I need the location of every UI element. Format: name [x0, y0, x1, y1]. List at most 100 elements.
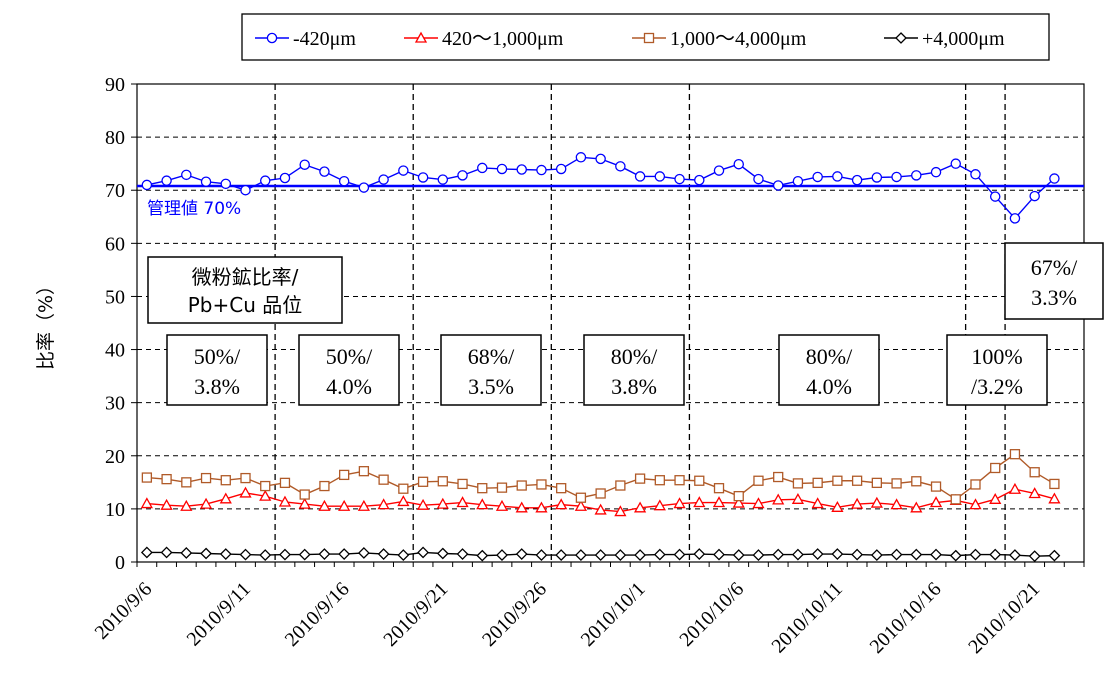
data-point: [219, 492, 232, 504]
data-point: [693, 496, 706, 508]
data-point: [752, 497, 765, 509]
data-point: [496, 482, 508, 493]
data-point: [437, 476, 448, 487]
data-point: [694, 475, 705, 486]
legend-marker: [895, 32, 907, 44]
data-point: [772, 493, 785, 505]
data-point: [595, 153, 606, 165]
data-point: [832, 475, 843, 486]
y-tick-label: 80: [105, 127, 125, 149]
data-point: [1029, 190, 1040, 202]
data-point: [1048, 549, 1061, 562]
data-point: [161, 473, 172, 485]
data-point: [536, 164, 547, 176]
data-point: [654, 475, 665, 486]
data-point: [851, 548, 864, 561]
annotation-box-text: 80%/: [806, 344, 853, 369]
data-point: [1028, 550, 1041, 563]
legend-item: +4,000μm: [884, 28, 1005, 50]
data-point: [259, 175, 271, 186]
annotation-box-text: Pb+Cu 品位: [188, 293, 303, 317]
data-point: [871, 477, 882, 489]
data-point: [339, 469, 350, 481]
y-tick-label: 60: [105, 233, 125, 255]
data-point: [772, 180, 784, 191]
data-point: [653, 548, 666, 561]
data-point: [653, 499, 666, 511]
x-tick-label: 2010/10/1: [577, 578, 650, 651]
data-point: [240, 472, 251, 484]
data-point: [200, 176, 212, 187]
data-point: [574, 499, 588, 511]
data-point: [811, 497, 824, 509]
data-point: [476, 498, 489, 510]
legend-marker: [414, 31, 428, 43]
data-point: [792, 175, 804, 187]
y-axis-label: 比率（%）: [35, 276, 57, 370]
data-point: [200, 472, 212, 484]
data-point: [930, 548, 942, 561]
data-point: [141, 179, 153, 191]
data-point: [377, 498, 390, 510]
data-point: [615, 161, 626, 172]
data-point: [417, 172, 429, 183]
data-point: [1049, 173, 1060, 184]
data-point: [812, 171, 823, 183]
annotation-box-text: 100%: [971, 344, 1022, 369]
data-point: [969, 548, 982, 561]
x-tick-label: 2010/9/11: [183, 578, 255, 650]
data-point: [831, 548, 844, 560]
legend-label: 420～1,000μm: [442, 28, 564, 50]
data-point: [515, 501, 528, 513]
data-point: [180, 499, 193, 511]
data-point: [416, 498, 430, 510]
data-point: [496, 163, 508, 175]
annotation-box-frame: [440, 334, 542, 406]
data-point: [792, 548, 804, 561]
data-point: [911, 476, 922, 487]
data-point: [319, 166, 330, 177]
x-tick-label: 2010/10/11: [767, 578, 846, 657]
legend-label: +4,000μm: [922, 28, 1005, 50]
data-point: [199, 497, 213, 509]
data-point: [969, 498, 982, 510]
annotation-box-text: 4.0%: [326, 374, 372, 399]
data-point: [595, 488, 606, 499]
annotation-box-frame: [778, 334, 880, 406]
data-point: [574, 549, 587, 562]
annotation-box-text: 3.8%: [194, 374, 240, 399]
period-dividers: [274, 84, 1006, 562]
data-point: [436, 497, 449, 509]
data-point: [555, 549, 568, 562]
data-point: [298, 497, 311, 509]
data-point: [832, 171, 843, 182]
data-point: [575, 492, 587, 503]
data-point: [219, 548, 232, 560]
data-point: [160, 498, 173, 510]
data-point: [634, 171, 646, 182]
data-point: [970, 169, 981, 180]
data-point: [161, 175, 172, 186]
annotation-box-text: 67%/: [1031, 255, 1078, 280]
data-point: [733, 490, 744, 502]
x-tick-label: 2010/9/26: [478, 578, 551, 651]
data-point: [673, 497, 686, 509]
data-point: [890, 548, 903, 561]
data-point: [357, 547, 370, 559]
series-group: [140, 152, 1061, 563]
data-point: [496, 549, 508, 562]
data-point: [457, 478, 468, 490]
data-point: [338, 175, 350, 187]
data-point: [239, 486, 252, 498]
data-point: [555, 498, 568, 510]
data-point: [891, 478, 902, 489]
annotation-box-text: 50%/: [194, 344, 241, 369]
data-point: [713, 483, 725, 494]
series-0: [141, 152, 1060, 224]
data-point: [911, 170, 922, 181]
data-point: [614, 549, 627, 562]
annotation-box-text: 4.0%: [806, 374, 852, 399]
data-point: [890, 498, 903, 510]
data-point: [495, 499, 509, 511]
